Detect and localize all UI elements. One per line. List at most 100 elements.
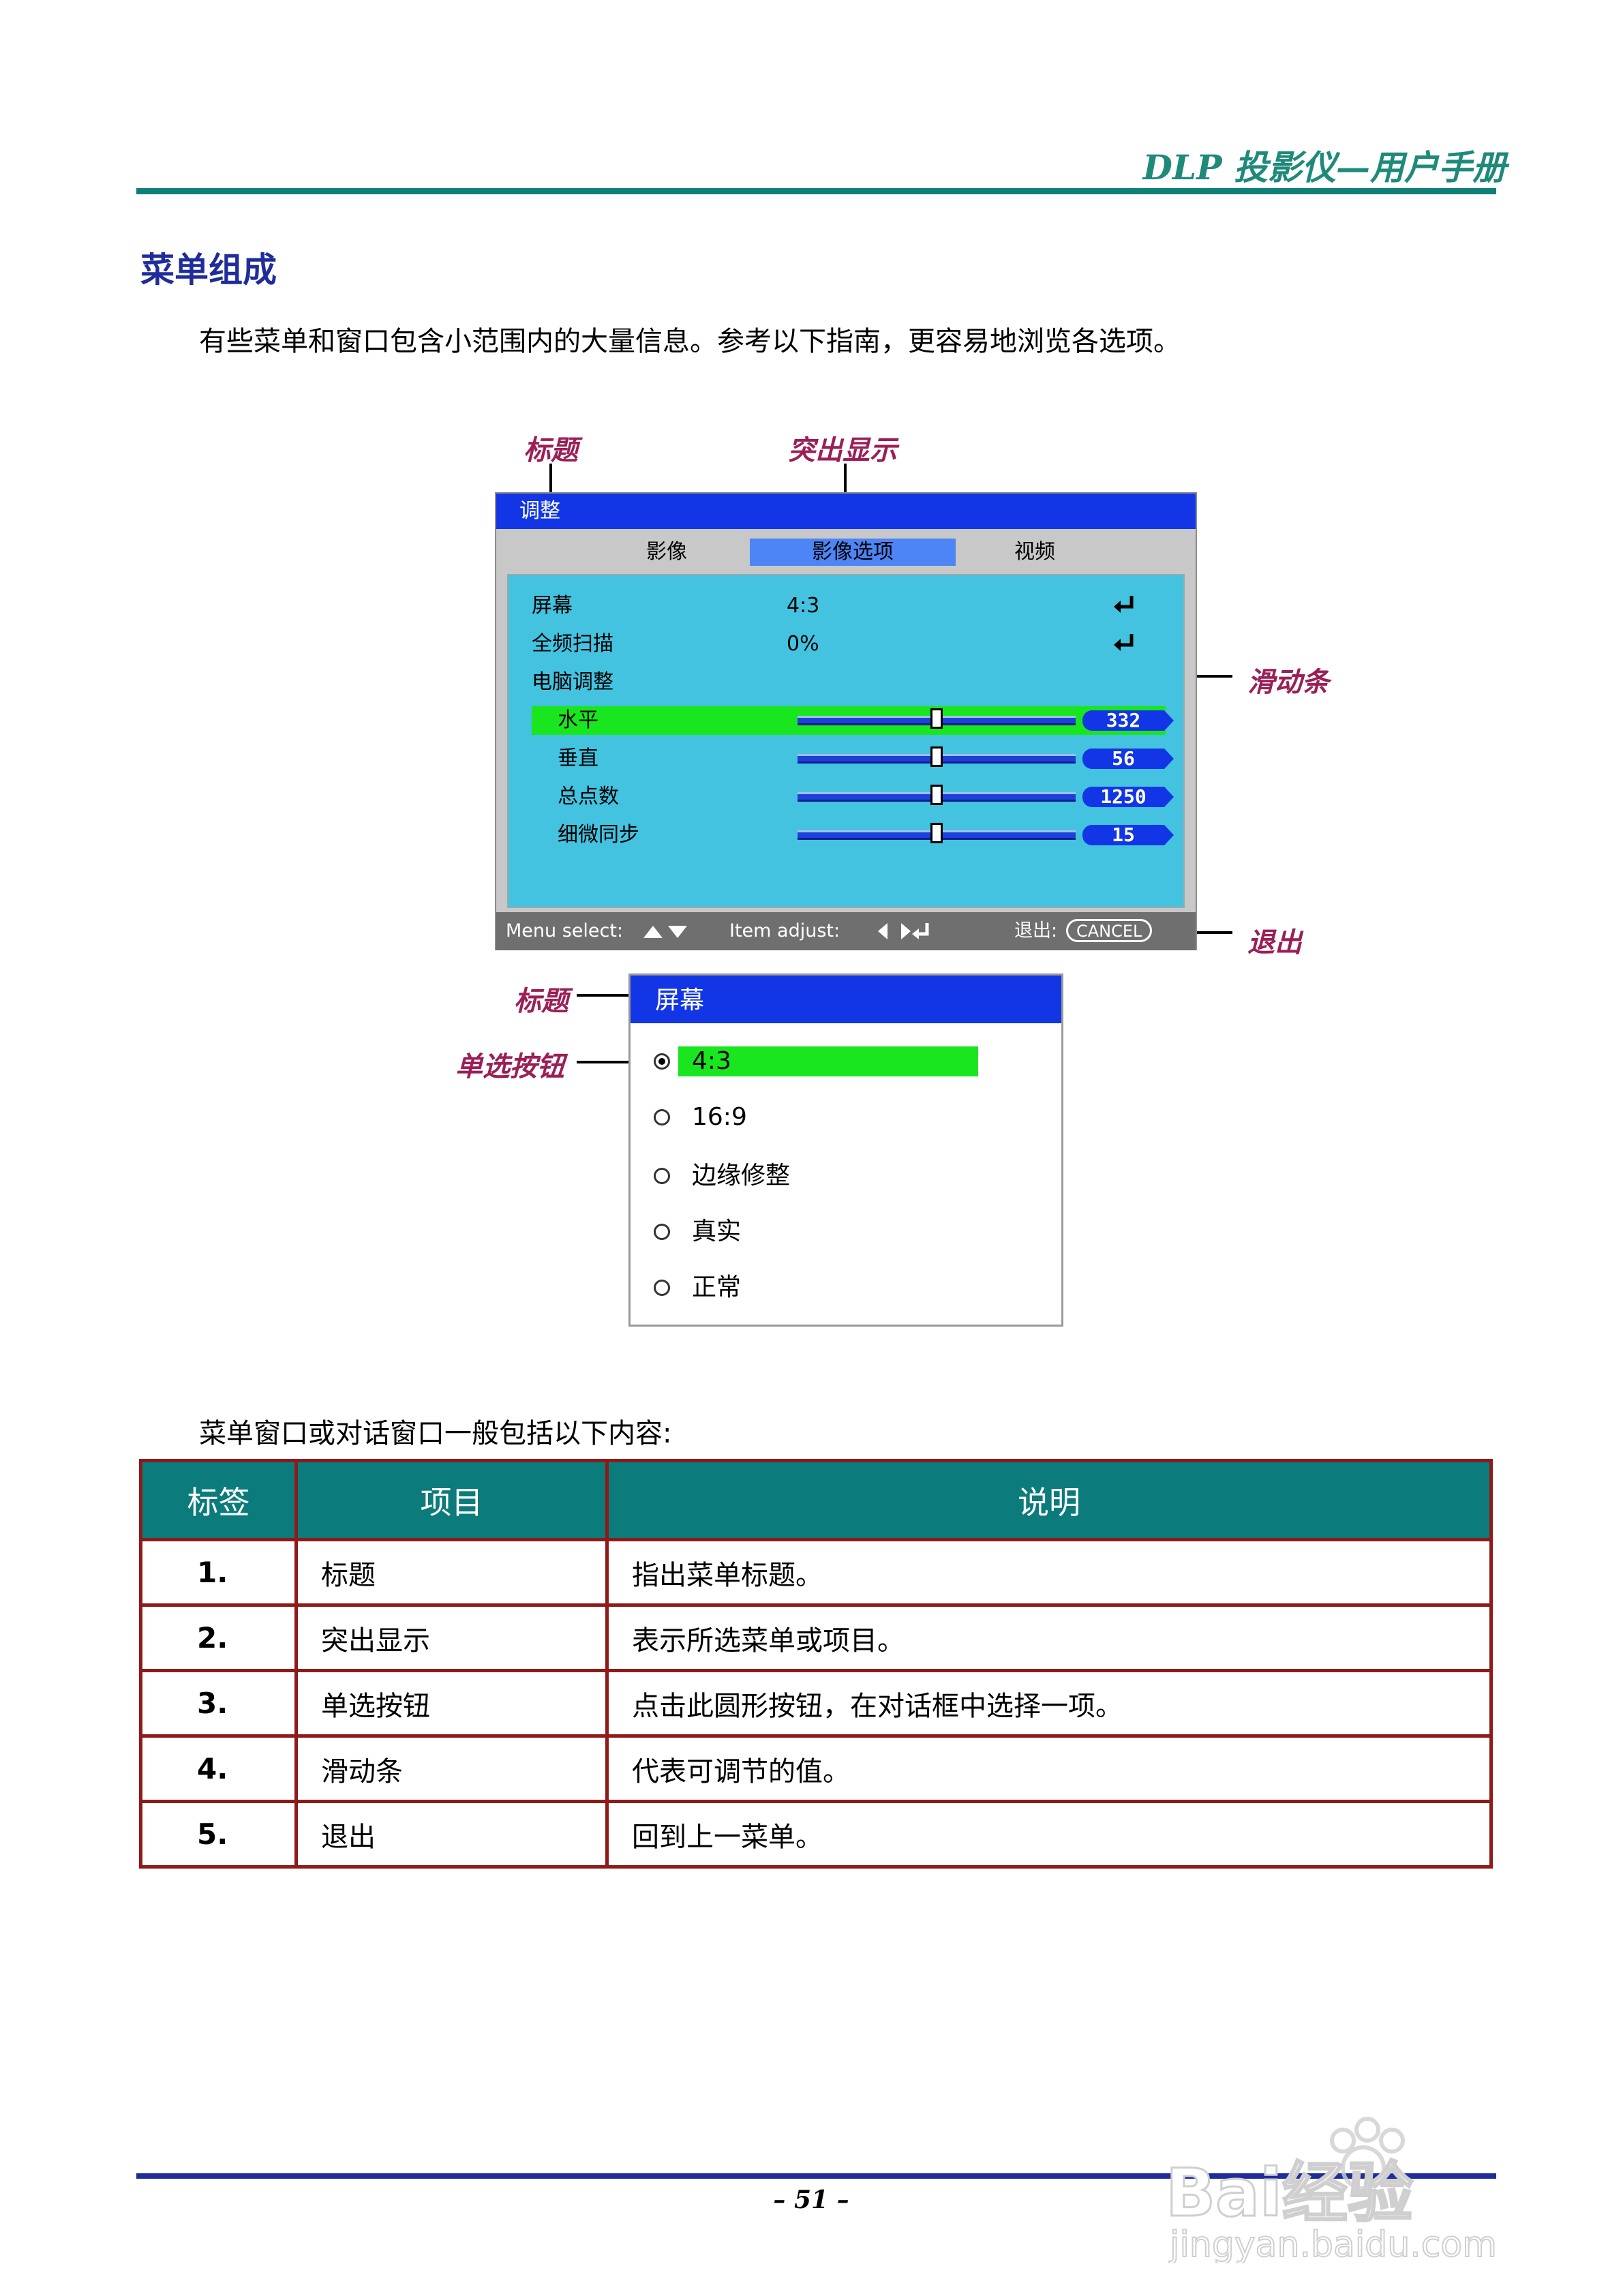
menu-row-label: 全频扫描	[532, 632, 613, 656]
slider-knob[interactable]	[930, 785, 943, 805]
table-intro: 菜单窗口或对话窗口一般包括以下内容:	[199, 1418, 672, 1449]
callout-title-dialog: 标题	[514, 986, 568, 1017]
radio-button-selected[interactable]	[654, 1053, 670, 1070]
radio-option-normal[interactable]: 正常	[651, 1273, 1033, 1303]
table-cell-item: 滑动条	[294, 1734, 609, 1803]
osd-title: 调整	[496, 494, 1196, 529]
radio-option-4-3[interactable]: 4:3	[651, 1046, 1033, 1076]
running-head: DLP 投影仪—用户手册	[1142, 147, 1506, 187]
callout-highlight: 突出显示	[788, 435, 897, 466]
table-cell-item: 退出	[294, 1800, 609, 1869]
page-number: – 51 –	[773, 2186, 849, 2214]
menu-select-label: Menu select:	[506, 920, 624, 941]
cancel-button[interactable]: CANCEL	[1066, 919, 1153, 942]
menu-row-screen[interactable]: 屏幕 4:3	[532, 592, 1166, 620]
table-cell-description: 代表可调节的值。	[605, 1734, 1493, 1803]
table-cell-item: 单选按钮	[294, 1669, 609, 1738]
callout-line	[577, 1061, 650, 1063]
menu-row-label: 水平	[558, 708, 598, 732]
menu-row-label: 总点数	[558, 785, 619, 809]
radio-button[interactable]	[654, 1280, 670, 1296]
menu-row-label: 垂直	[558, 746, 598, 770]
menu-row-value: 4:3	[787, 594, 820, 618]
table-cell-item: 标题	[294, 1538, 609, 1607]
table-row: 2. 突出显示 表示所选菜单或项目。	[139, 1603, 1493, 1672]
radio-button[interactable]	[654, 1168, 670, 1184]
radio-option-native[interactable]: 真实	[651, 1217, 1033, 1247]
slider-knob[interactable]	[930, 823, 943, 843]
slider-track[interactable]	[798, 708, 1076, 729]
table-row: 1. 标题 指出菜单标题。	[139, 1538, 1493, 1607]
slider-knob[interactable]	[930, 708, 943, 729]
column-header: 说明	[605, 1459, 1493, 1541]
menu-row-vertical[interactable]: 垂直 56	[532, 744, 1174, 773]
watermark-url: jingyan.baidu.com	[1169, 2224, 1497, 2263]
table-cell-item: 突出显示	[294, 1603, 609, 1672]
table-cell-label: 2.	[139, 1603, 298, 1672]
callout-title-top: 标题	[524, 435, 578, 466]
radio-option-label: 4:3	[678, 1046, 978, 1076]
dialog-title: 屏幕	[631, 976, 1061, 1023]
radio-option-16-9[interactable]: 16:9	[651, 1102, 1033, 1132]
table-row: 5. 退出 回到上一菜单。	[139, 1800, 1493, 1869]
callout-line	[577, 994, 652, 997]
tab-video[interactable]: 视频	[1014, 540, 1055, 564]
slider-knob[interactable]	[930, 746, 943, 767]
table-cell-description: 点击此圆形按钮，在对话框中选择一项。	[605, 1669, 1493, 1738]
osd-tab-bar: 影像 影像选项 视频	[496, 529, 1196, 571]
callout-radio: 单选按钮	[455, 1051, 564, 1083]
item-adjust-label: Item adjust:	[729, 920, 840, 941]
menu-row-label: 屏幕	[532, 594, 573, 618]
radio-button[interactable]	[654, 1109, 670, 1126]
tab-image-options[interactable]: 影像选项	[750, 539, 956, 566]
menu-row-total-dots[interactable]: 总点数 1250	[532, 783, 1174, 811]
exit-label: 退出:	[1014, 920, 1058, 941]
left-right-enter-icon	[878, 923, 929, 939]
menu-row-fine-sync[interactable]: 细微同步 15	[532, 821, 1174, 849]
components-table: 标签 项目 说明 1. 标题 指出菜单标题。 2. 突出显示 表示所选菜单或项目…	[139, 1459, 1493, 1869]
table-header-row: 标签 项目 说明	[139, 1459, 1493, 1541]
tab-image[interactable]: 影像	[646, 540, 687, 564]
slider-value-badge: 56	[1082, 749, 1174, 769]
menu-row-horizontal[interactable]: 水平 332	[532, 706, 1174, 735]
slider-value-badge: 15	[1082, 825, 1174, 845]
table-cell-description: 指出菜单标题。	[605, 1538, 1493, 1607]
table-cell-label: 3.	[139, 1669, 298, 1738]
section-title: 菜单组成	[140, 250, 277, 290]
menu-row-label: 电脑调整	[532, 670, 613, 694]
table-cell-description: 回到上一菜单。	[605, 1800, 1493, 1869]
watermark-brand: Bai经验	[1166, 2155, 1413, 2231]
radio-option-letterbox[interactable]: 边缘修整	[651, 1161, 1033, 1191]
table-cell-label: 1.	[139, 1538, 298, 1607]
menu-row-overscan[interactable]: 全频扫描 0%	[532, 630, 1166, 659]
menu-row-label: 细微同步	[558, 823, 639, 847]
slider-value-badge: 1250	[1082, 787, 1174, 807]
callout-exit: 退出	[1247, 927, 1302, 958]
slider-track[interactable]	[798, 785, 1076, 805]
callout-line	[549, 464, 552, 506]
footer-rule	[136, 2173, 1496, 2179]
slider-track[interactable]	[798, 823, 1076, 843]
table-row: 4. 滑动条 代表可调节的值。	[139, 1734, 1493, 1803]
enter-icon	[1114, 634, 1134, 651]
column-header: 项目	[294, 1459, 609, 1541]
osd-menu-window: 调整 影像 影像选项 视频 屏幕 4:3 全频扫描 0% 电脑调整 水平 332…	[495, 492, 1197, 950]
osd-footer: Menu select: Item adjust: 退出: CANCEL	[496, 912, 1196, 950]
enter-icon	[1114, 596, 1134, 613]
radio-option-label: 正常	[692, 1273, 742, 1301]
callout-slider: 滑动条	[1247, 667, 1329, 698]
baidu-watermark-logo: Bai经验 jingyan.baidu.com	[1165, 2117, 1498, 2263]
menu-row-value: 0%	[787, 632, 819, 656]
radio-option-label: 真实	[692, 1218, 742, 1245]
table-row: 3. 单选按钮 点击此圆形按钮，在对话框中选择一项。	[139, 1669, 1493, 1738]
radio-button[interactable]	[654, 1224, 670, 1240]
column-header: 标签	[139, 1459, 298, 1541]
screen-dialog: 屏幕 4:3 16:9 边缘修整 真实 正常	[628, 973, 1063, 1327]
slider-track[interactable]	[798, 746, 1076, 767]
radio-option-label: 16:9	[692, 1103, 747, 1131]
slider-value-badge: 332	[1082, 710, 1174, 731]
table-cell-description: 表示所选菜单或项目。	[605, 1603, 1493, 1672]
radio-option-label: 边缘修整	[692, 1162, 791, 1190]
intro-paragraph: 有些菜单和窗口包含小范围内的大量信息。参考以下指南，更容易地浏览各选项。	[199, 326, 1181, 357]
osd-menu-body: 屏幕 4:3 全频扫描 0% 电脑调整 水平 332 垂直 56 总点数 125…	[507, 574, 1185, 908]
